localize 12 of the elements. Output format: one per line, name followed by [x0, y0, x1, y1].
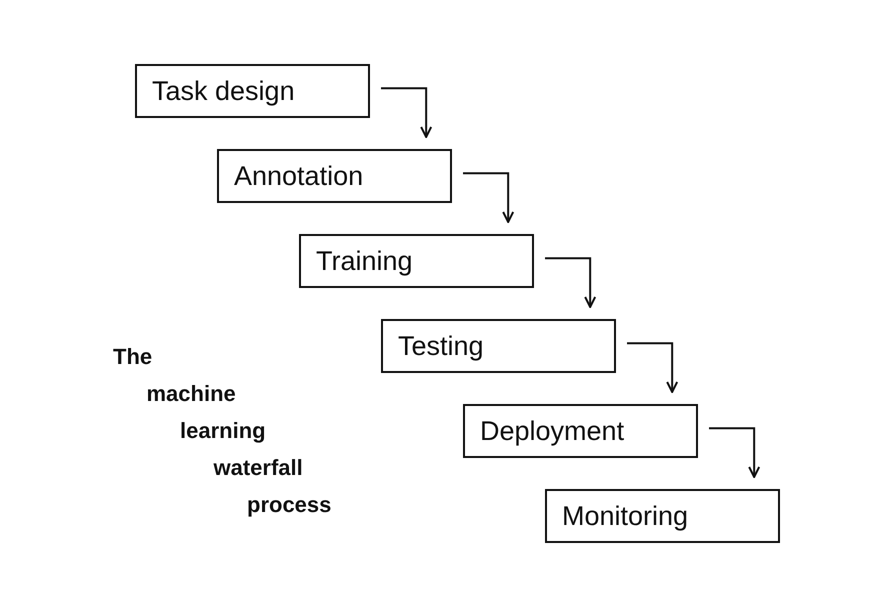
process-box: Training [299, 234, 534, 288]
process-box: Testing [381, 319, 616, 373]
arrow [627, 342, 678, 393]
process-box: Monitoring [545, 489, 780, 543]
process-box: Task design [135, 64, 370, 118]
process-box: Annotation [217, 149, 452, 203]
arrow [381, 87, 432, 138]
process-box: Deployment [463, 404, 698, 458]
arrow [545, 257, 596, 308]
arrow [463, 172, 514, 223]
arrow [709, 427, 760, 478]
diagram-title: The machine learning waterfall process [113, 343, 332, 519]
